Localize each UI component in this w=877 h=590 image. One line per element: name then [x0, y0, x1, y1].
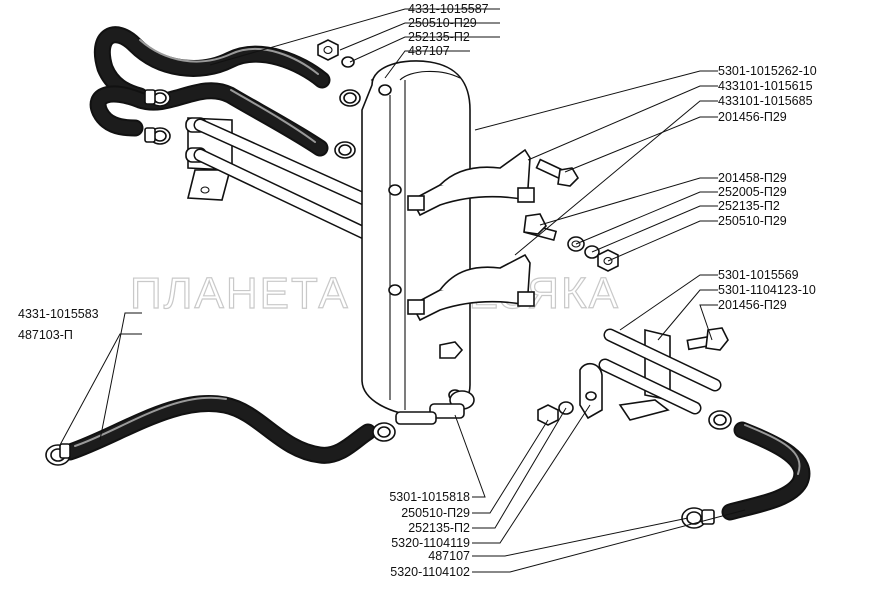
hose-clamp-icon	[339, 89, 361, 107]
part-label: 252135-П2	[718, 199, 780, 213]
part-label: 252005-П29	[718, 185, 787, 199]
part-label: 5320-1104119	[391, 536, 470, 550]
bolt-icon	[686, 327, 729, 351]
part-label: 433101-1015615	[718, 79, 813, 93]
drain-fitting	[395, 341, 475, 425]
part-label: 250510-П29	[401, 506, 470, 520]
part-label: 487107	[428, 549, 470, 563]
part-label: 250510-П29	[408, 16, 477, 30]
hose-clamp-icon	[708, 410, 732, 430]
part-label: 250510-П29	[718, 214, 787, 228]
nut-icon	[537, 404, 559, 426]
part-label: 5301-1015818	[389, 490, 470, 504]
bolt-icon	[535, 158, 580, 187]
part-label: 252135-П2	[408, 30, 470, 44]
right-bracket	[598, 328, 722, 421]
part-label: 5301-1015569	[718, 268, 799, 282]
tank-strap-upper	[407, 148, 535, 217]
part-label: 201456-П29	[718, 110, 787, 124]
expansion-tank	[361, 60, 471, 418]
hose-clamp-icon	[144, 89, 171, 107]
lower-hose-right	[721, 421, 811, 521]
labels-right-upper: 5301-1015262-10 433101-1015615 433101-10…	[718, 64, 817, 124]
nut-icon	[317, 39, 339, 61]
part-label: 201456-П29	[718, 298, 787, 312]
labels-bottom: 5301-1015818 250510-П29 252135-П2 5320-1…	[389, 490, 470, 579]
labels-left: 4331-1015583 487103-П	[18, 307, 99, 342]
part-label: 5320-1104102	[390, 565, 470, 579]
part-label: 487107	[408, 44, 450, 58]
bolt-icon	[523, 213, 558, 242]
pipe-clip	[579, 362, 603, 420]
labels-right-lower: 5301-1015569 5301-1104123-10 201456-П29	[718, 268, 816, 312]
part-label: 4331-1015587	[408, 2, 489, 16]
labels-top-left: 4331-1015587 250510-П29 252135-П2 487107	[408, 2, 489, 58]
labels-right-middle: 201458-П29 252005-П29 252135-П2 250510-П…	[718, 171, 787, 228]
hose-clamp-icon	[45, 443, 71, 466]
part-label: 433101-1015685	[718, 94, 813, 108]
hose-clamp-icon	[334, 141, 356, 159]
part-label: 5301-1104123-10	[718, 283, 816, 297]
upper-hose-outer	[93, 26, 331, 105]
part-label: 201458-П29	[718, 171, 787, 185]
part-label: 5301-1015262-10	[718, 64, 817, 78]
hose-clamp-icon	[372, 422, 396, 442]
leader-lines	[59, 8, 746, 573]
lower-hose-left	[61, 395, 377, 464]
part-label: 4331-1015583	[18, 307, 99, 321]
hose-clamp-icon	[144, 127, 171, 145]
washer-icon	[341, 56, 355, 68]
tank-strap-lower	[407, 253, 535, 322]
part-label: 487103-П	[18, 328, 73, 342]
part-label: 252135-П2	[408, 521, 470, 535]
